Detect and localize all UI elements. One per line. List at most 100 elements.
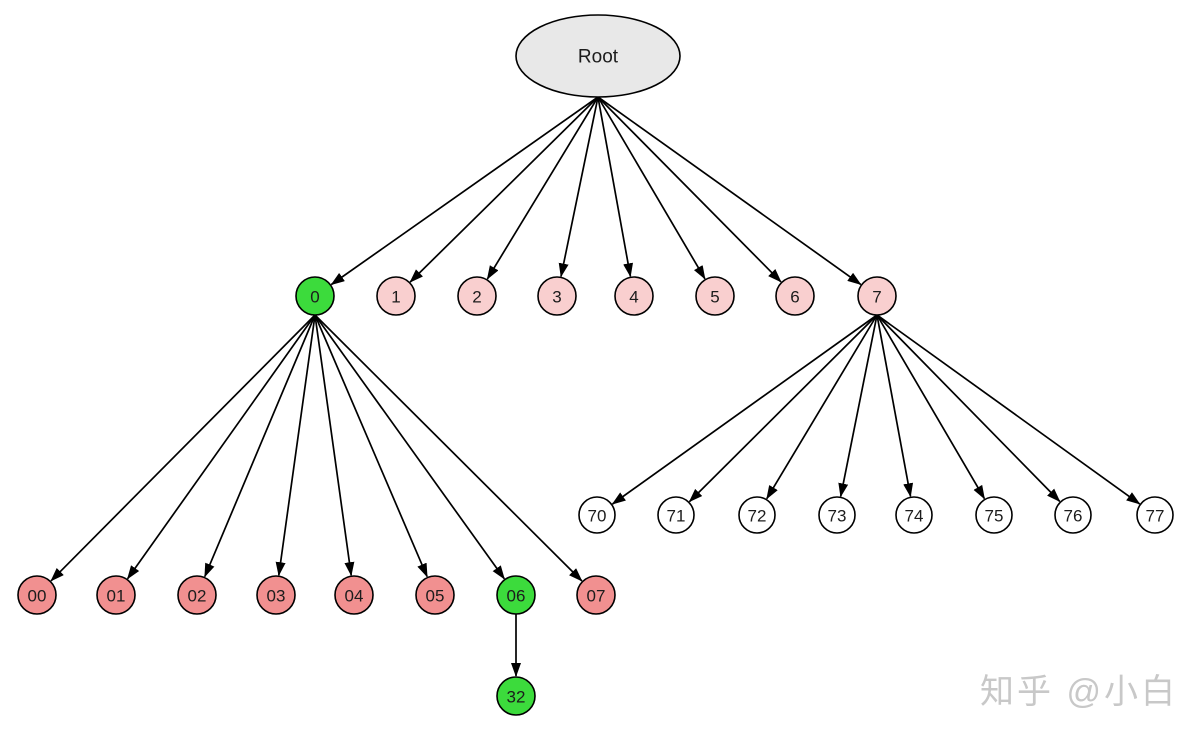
- node-circle-73: [818, 496, 856, 534]
- tree-node-00: 00: [17, 575, 57, 615]
- tree-node-6: 6: [775, 276, 815, 316]
- node-label-77: 77: [1146, 507, 1165, 526]
- node-circle-2: [457, 276, 497, 316]
- node-label-2: 2: [472, 288, 481, 307]
- edge-0-07: [314, 314, 583, 582]
- tree-node-3: 3: [537, 276, 577, 316]
- edge-7-71: [688, 314, 878, 503]
- node-label-00: 00: [28, 587, 47, 606]
- node-label-03: 03: [267, 587, 286, 606]
- node-circle-74: [895, 496, 933, 534]
- edge-7-70: [611, 314, 878, 505]
- node-label-5: 5: [710, 288, 719, 307]
- edge-0-00: [50, 314, 316, 582]
- node-label-71: 71: [667, 507, 686, 526]
- tree-node-07: 07: [576, 575, 616, 615]
- tree-node-2: 2: [457, 276, 497, 316]
- node-label-73: 73: [828, 507, 847, 526]
- tree-node-75: 75: [975, 496, 1013, 534]
- node-label-0: 0: [310, 288, 319, 307]
- edge-7-72: [766, 314, 878, 500]
- node-circle-3: [537, 276, 577, 316]
- node-circle-6: [775, 276, 815, 316]
- tree-node-5: 5: [695, 276, 735, 316]
- edge-root-0: [330, 96, 599, 286]
- node-circle-07: [576, 575, 616, 615]
- tree-node-76: 76: [1054, 496, 1092, 534]
- tree-node-7: 7: [857, 276, 897, 316]
- node-label-72: 72: [748, 507, 767, 526]
- edge-7-77: [876, 314, 1141, 505]
- node-circle-72: [738, 496, 776, 534]
- node-label-01: 01: [107, 587, 126, 606]
- node-label-4: 4: [629, 288, 638, 307]
- tree-node-02: 02: [177, 575, 217, 615]
- node-label-04: 04: [345, 587, 364, 606]
- edge-root-5: [597, 96, 706, 280]
- tree-node-04: 04: [334, 575, 374, 615]
- tree-node-70: 70: [578, 496, 616, 534]
- node-label-32: 32: [507, 688, 526, 707]
- node-circle-75: [975, 496, 1013, 534]
- node-label-74: 74: [905, 507, 924, 526]
- node-circle-7: [857, 276, 897, 316]
- edge-root-6: [597, 96, 782, 283]
- edge-7-76: [876, 314, 1061, 503]
- node-label-06: 06: [507, 587, 526, 606]
- tree-node-32: 32: [496, 676, 536, 716]
- edge-7-73: [838, 314, 878, 498]
- tree-node-01: 01: [96, 575, 136, 615]
- tree-node-71: 71: [657, 496, 695, 534]
- edge-root-7: [597, 96, 862, 286]
- node-label-6: 6: [790, 288, 799, 307]
- node-circle-05: [415, 575, 455, 615]
- edge-root-3: [558, 96, 599, 278]
- edge-0-05: [314, 314, 428, 578]
- tree-node-72: 72: [738, 496, 776, 534]
- tree-node-73: 73: [818, 496, 856, 534]
- edge-layer: [50, 96, 1141, 677]
- edge-root-2: [486, 96, 599, 280]
- watermark: 知乎 @小白: [980, 673, 1178, 711]
- node-label-7: 7: [872, 288, 881, 307]
- tree-node-1: 1: [376, 276, 416, 316]
- tree-node-74: 74: [895, 496, 933, 534]
- node-circle-02: [177, 575, 217, 615]
- node-label-70: 70: [588, 507, 607, 526]
- node-circle-77: [1136, 496, 1174, 534]
- tree-node-0: 0: [295, 276, 335, 316]
- edge-0-04: [314, 314, 355, 577]
- node-circle-1: [376, 276, 416, 316]
- edge-0-02: [204, 314, 316, 578]
- node-label-07: 07: [587, 587, 606, 606]
- node-circle-76: [1054, 496, 1092, 534]
- tree-node-4: 4: [614, 276, 654, 316]
- node-label-root: Root: [578, 47, 619, 68]
- node-label-05: 05: [426, 587, 445, 606]
- node-circle-06: [496, 575, 536, 615]
- node-circle-01: [96, 575, 136, 615]
- tree-node-root: Root: [515, 14, 681, 98]
- node-label-76: 76: [1064, 507, 1083, 526]
- tree-node-03: 03: [256, 575, 296, 615]
- node-circle-5: [695, 276, 735, 316]
- node-circle-0: [295, 276, 335, 316]
- edge-root-4: [597, 96, 634, 278]
- node-circle-71: [657, 496, 695, 534]
- node-label-3: 3: [552, 288, 561, 307]
- node-circle-32: [496, 676, 536, 716]
- root-ellipse: [515, 14, 681, 98]
- node-circle-70: [578, 496, 616, 534]
- edge-0-03: [275, 314, 316, 577]
- node-circle-04: [334, 575, 374, 615]
- node-label-02: 02: [188, 587, 207, 606]
- edge-7-74: [876, 314, 914, 498]
- edge-root-1: [409, 96, 599, 283]
- edge-7-75: [876, 314, 986, 500]
- edge-0-01: [126, 314, 316, 580]
- tree-node-05: 05: [415, 575, 455, 615]
- tree-node-06: 06: [496, 575, 536, 615]
